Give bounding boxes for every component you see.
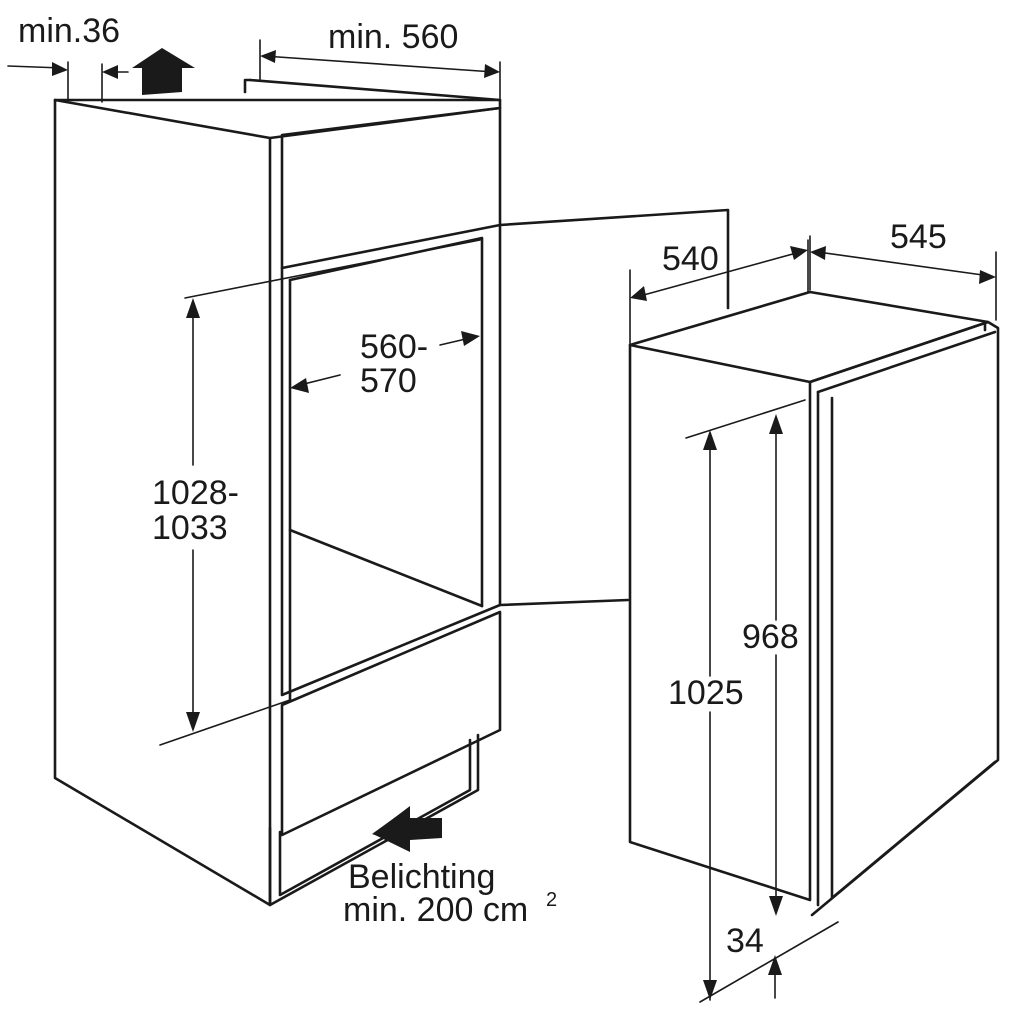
ventilation-line1: Belichting [348,858,495,896]
width-540-label: 540 [662,240,719,278]
inner-width-line1: 560- [360,328,428,366]
ventilation-line2: min. 200 cm [343,891,528,929]
open-door-panel [498,208,730,607]
dimension-1028-1033: 1028- 1033 [152,239,481,746]
dimension-560-570: 560- 570 [290,328,480,400]
height-1025-label: 1025 [668,674,744,712]
cabinet-niche [53,78,502,907]
air-inlet-arrow [372,806,442,852]
dimension-540: 540 [629,239,809,346]
dimension-1025: 1025 [668,430,839,1003]
dimension-min-36: min.36 [7,12,129,103]
min-36-label: min.36 [18,12,120,50]
height-968-label: 968 [742,618,799,656]
air-outlet-arrow [132,48,195,95]
inner-width-line2: 570 [360,362,417,400]
offset-34-label: 34 [726,922,764,960]
dimension-545: 545 [809,218,997,321]
niche-height-line1: 1028- [152,474,239,512]
min-560-label: min. 560 [328,18,458,56]
ventilation-superscript: 2 [546,889,557,911]
ventilation-note: Belichting min. 200 cm 2 [343,858,557,929]
niche-height-line2: 1033 [152,509,228,547]
dimension-min-560: min. 560 [259,18,501,101]
dimension-968: 968 [685,399,806,916]
depth-545-label: 545 [890,218,947,256]
appliance-body [628,290,1000,917]
dimension-34: 34 [726,922,782,999]
